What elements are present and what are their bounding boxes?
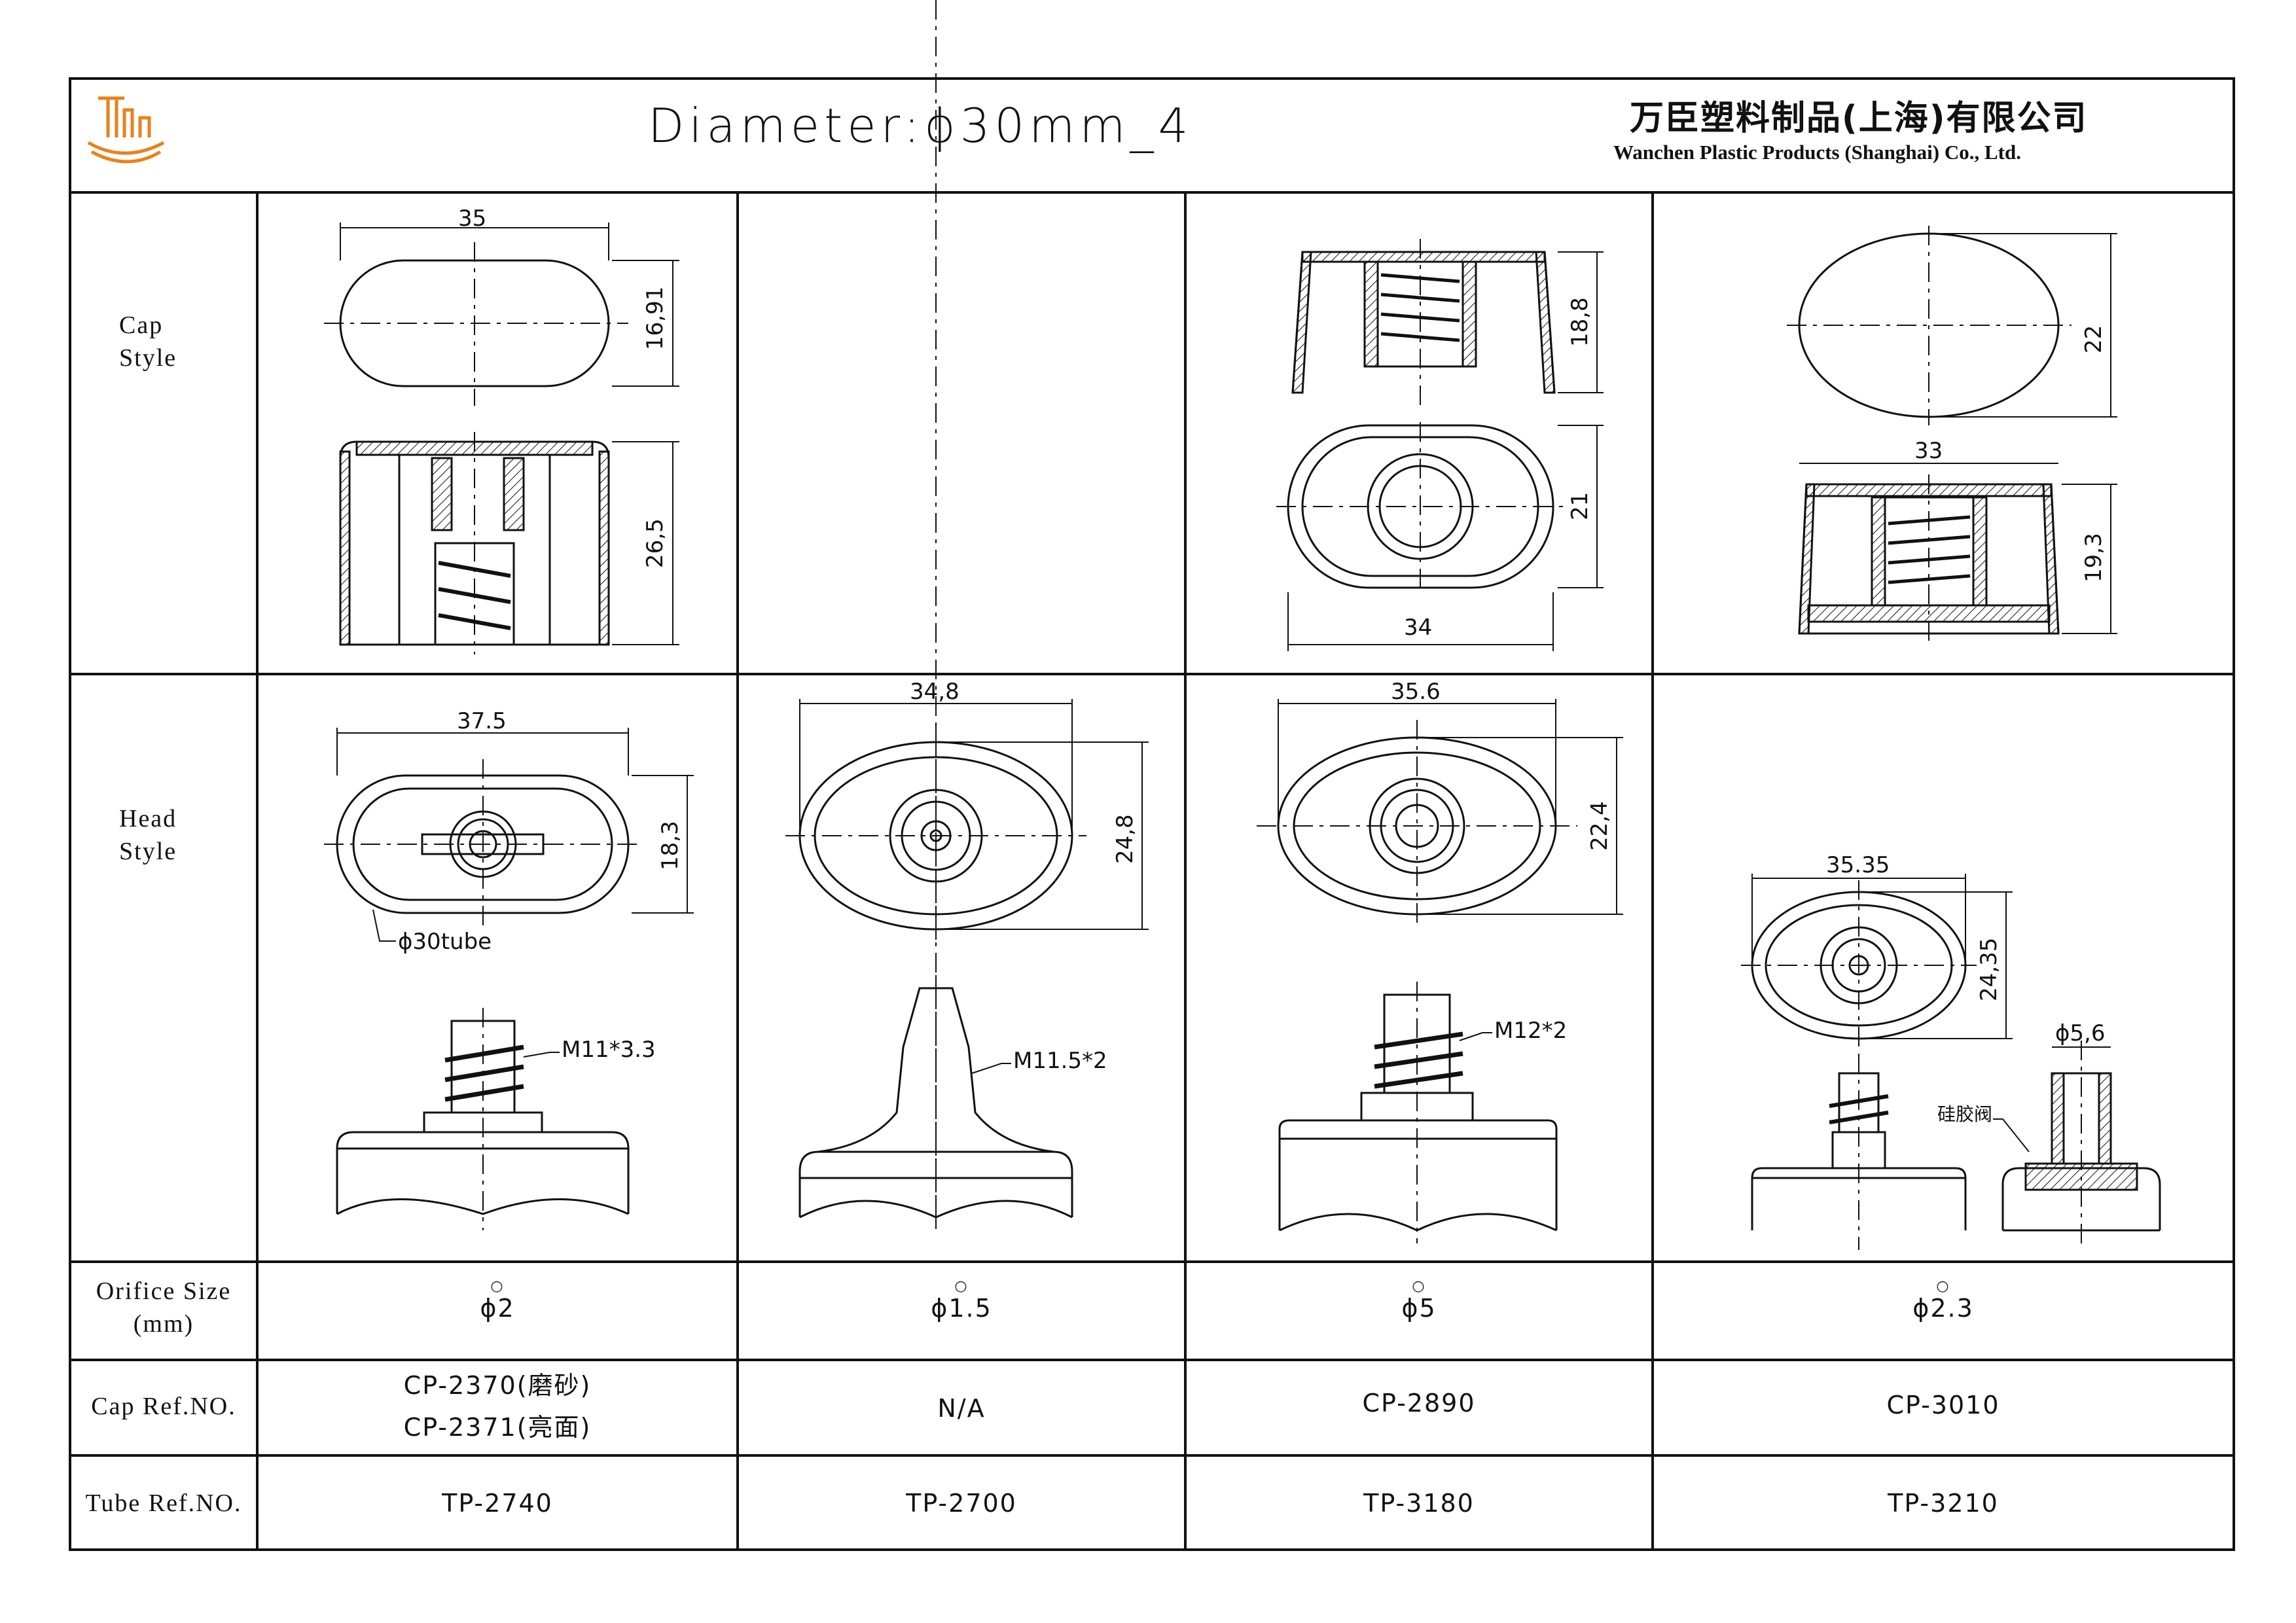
dim-head3-width: 35.6 xyxy=(1391,679,1441,705)
dim-cap1-width: 35 xyxy=(458,205,486,232)
dim-cap1-height: 16,91 xyxy=(642,287,668,350)
company-logo-icon xyxy=(87,96,165,164)
cap1-side-section xyxy=(339,432,679,654)
company-name-cn: 万臣塑料制品(上海)有限公司 xyxy=(1630,99,2088,138)
head4-section-view xyxy=(1993,1041,2161,1250)
row-label-head-style: Head Style xyxy=(119,805,177,865)
table-grid xyxy=(69,77,2235,1551)
tube-ref-3: TP-3180 xyxy=(1363,1489,1475,1518)
orifice-size-1: ○ϕ2 xyxy=(480,1278,515,1323)
cap3-top-view xyxy=(1276,422,1604,651)
dim-head2-thread: M11.5*2 xyxy=(1013,1048,1107,1074)
dim-head1-width: 37.5 xyxy=(457,708,507,734)
dim-head4-valve: 硅胶阀 xyxy=(1937,1103,1992,1125)
head2-top-view xyxy=(785,699,1149,942)
dim-head4-nozzle: ϕ5,6 xyxy=(2055,1020,2106,1046)
dim-head2-height: 24,8 xyxy=(1112,814,1138,864)
dim-head4-width: 35.35 xyxy=(1826,852,1890,878)
head1-side-view xyxy=(336,1008,630,1230)
head4-top-view xyxy=(1741,874,2013,1050)
orifice-size-2: ○ϕ1.5 xyxy=(931,1278,992,1323)
head4-side-view xyxy=(1751,1054,1967,1250)
dim-cap3-height: 18,8 xyxy=(1567,297,1593,347)
head3-side-view xyxy=(1278,982,1558,1243)
head1-top-view xyxy=(324,728,694,942)
row-label-tube-ref: Tube Ref.NO. xyxy=(85,1489,242,1517)
cap4-top-view xyxy=(1787,226,2117,464)
cap3-side-section xyxy=(1291,239,1604,406)
orifice-size-3: ○ϕ5 xyxy=(1401,1278,1437,1323)
dim-cap3-top: 21 xyxy=(1567,492,1593,520)
tube-ref-2: TP-2700 xyxy=(906,1489,1017,1518)
head3-top-view xyxy=(1257,699,1623,929)
cap-ref-3: CP-2890 xyxy=(1362,1389,1476,1418)
dim-head4-height: 24,35 xyxy=(1976,938,2002,1001)
dim-cap3-width: 34 xyxy=(1404,615,1432,641)
dim-cap1-side: 26,5 xyxy=(642,518,668,568)
dim-cap4-side: 19,3 xyxy=(2081,533,2107,582)
row-label-orifice: Orifice Size (mm) xyxy=(96,1277,232,1338)
dim-head1-tube: ϕ30tube xyxy=(398,929,492,955)
dim-head1-thread: M11*3.3 xyxy=(562,1037,656,1063)
orifice-size-4: ○ϕ2.3 xyxy=(1912,1278,1974,1323)
dim-head1-height: 18,3 xyxy=(657,821,683,870)
cap-ref-2: N/A xyxy=(937,1394,986,1423)
head2-side-view xyxy=(798,0,1073,1230)
tube-ref-4: TP-3210 xyxy=(1888,1489,1999,1518)
row-label-cap-style: Cap Style xyxy=(119,312,177,372)
cap4-side-section xyxy=(1798,474,2117,645)
tube-ref-1: TP-2740 xyxy=(442,1489,553,1518)
dim-cap4-width: 33 xyxy=(1914,438,1943,464)
row-label-cap-ref: Cap Ref.NO. xyxy=(91,1393,236,1420)
cap-ref-4: CP-3010 xyxy=(1886,1391,2000,1419)
company-name-en: Wanchen Plastic Products (Shanghai) Co.,… xyxy=(1613,141,2021,164)
dim-head2-width: 34,8 xyxy=(910,679,960,705)
page-title: Diameter:ϕ30mm_4 xyxy=(648,98,1193,153)
dim-head3-height: 22,4 xyxy=(1587,801,1613,851)
cap1-top-view xyxy=(324,223,679,406)
cap-ref-1: CP-2370(磨砂)CP-2371(亮面) xyxy=(403,1371,592,1442)
dim-cap4-height: 22 xyxy=(2081,325,2107,353)
dim-head3-thread: M12*2 xyxy=(1494,1018,1567,1044)
